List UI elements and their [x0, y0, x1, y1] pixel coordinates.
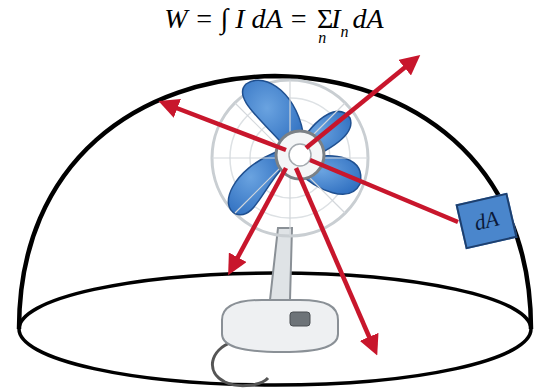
fan-neck	[270, 228, 292, 300]
area-label: dA	[472, 206, 502, 237]
power-formula: W = ∫ I dA = ΣnIndA	[0, 2, 548, 40]
area-element-box: dA	[456, 193, 518, 250]
area-element: dA	[353, 2, 384, 36]
sum-index: n	[318, 21, 326, 55]
fan-switch	[290, 312, 310, 326]
hemisphere-dome	[19, 76, 531, 329]
intensity-subscript: n	[341, 15, 349, 49]
formula-text: W = ∫ I dA =	[164, 2, 315, 36]
fan-cage	[212, 80, 368, 236]
intensity-arrows	[166, 60, 458, 348]
fan-cage-spokes	[212, 80, 368, 236]
fan-base	[222, 300, 338, 352]
intensity-symbol: I	[331, 2, 340, 36]
fan-blades	[228, 80, 360, 215]
